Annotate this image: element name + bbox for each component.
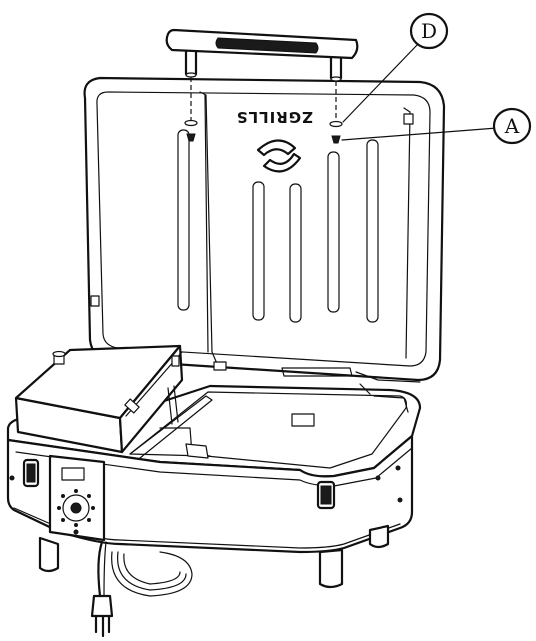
- controller-display: [61, 467, 85, 481]
- leg-back-right: [368, 524, 390, 549]
- power-plug: [90, 594, 114, 618]
- handle-grip: [215, 37, 319, 54]
- lid-logo: ZGRILLS: [236, 108, 313, 173]
- callout-d-label: D: [421, 19, 437, 43]
- grill-lid: ZGRILLS: [83, 76, 446, 383]
- latch-right: [316, 480, 336, 510]
- callout-a-label: A: [504, 114, 520, 138]
- pellet-hopper: [14, 344, 184, 454]
- latch-left: [22, 458, 40, 488]
- lid-vent-slots: [177, 129, 379, 323]
- power-cord: [90, 540, 193, 638]
- cavity-opening: [291, 413, 315, 427]
- logo-swoosh-bottom: [262, 152, 302, 173]
- lid-handle: [165, 28, 359, 82]
- leg-front-right: [318, 548, 344, 589]
- grill-legs: [38, 524, 390, 589]
- lid-hinge-tab-left: [90, 295, 100, 307]
- controller-panel: [48, 454, 106, 542]
- logo-swoosh-top: [256, 139, 297, 157]
- lid-corner-tab: [403, 113, 414, 125]
- callout-d: D: [342, 12, 449, 123]
- screw-a: [331, 135, 341, 144]
- washer-d: [329, 120, 343, 128]
- leg-front-left: [38, 536, 60, 573]
- grill-body: [6, 383, 422, 554]
- left-mount-hardware: [184, 119, 198, 142]
- logo-text: ZGRILLS: [236, 108, 313, 126]
- controller-port: [73, 529, 79, 535]
- callout-a: A: [341, 107, 532, 145]
